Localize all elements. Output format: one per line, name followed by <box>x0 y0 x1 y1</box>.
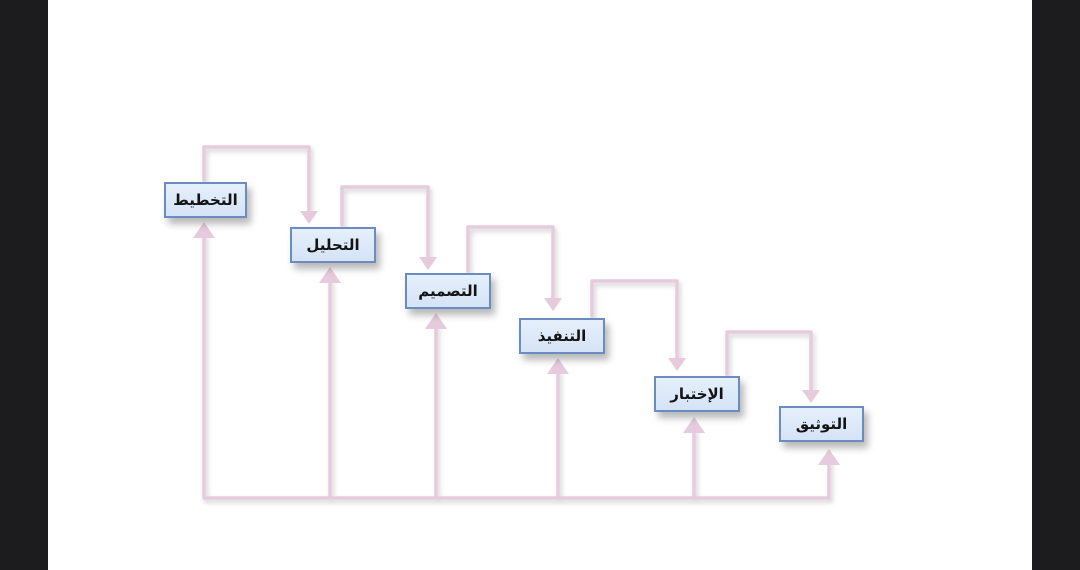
step-design: التصميم <box>405 273 491 309</box>
arrowhead-up-1 <box>193 222 215 238</box>
feedback-arrow-planning <box>202 233 831 500</box>
arrowhead-up-4 <box>547 358 569 374</box>
arrowhead-down-4 <box>668 358 686 371</box>
forward-arrow-5 <box>725 330 813 394</box>
arrowhead-down-2 <box>419 257 437 270</box>
arrowhead-down-3 <box>544 298 562 311</box>
forward-arrow-1 <box>202 145 311 215</box>
arrowhead-up-6 <box>818 449 840 465</box>
arrowhead-up-3 <box>425 313 447 329</box>
forward-arrow-2 <box>340 185 430 261</box>
arrowhead-up-5 <box>683 417 705 433</box>
step-planning: التخطيط <box>164 182 247 218</box>
step-analysis: التحليل <box>290 227 376 263</box>
waterfall-diagram <box>193 145 840 500</box>
step-documentation: التوثيق <box>779 406 864 442</box>
arrowhead-down-1 <box>300 211 318 224</box>
forward-arrow-4 <box>590 279 679 362</box>
forward-arrow-3 <box>466 225 555 302</box>
diagram-canvas: التخطيط التحليل التصميم التنفيذ الإختبار… <box>48 0 1032 570</box>
arrowhead-down-5 <box>802 390 820 403</box>
step-implementation: التنفيذ <box>519 318 605 354</box>
step-testing: الإختبار <box>654 376 740 412</box>
arrowhead-up-2 <box>319 267 341 283</box>
